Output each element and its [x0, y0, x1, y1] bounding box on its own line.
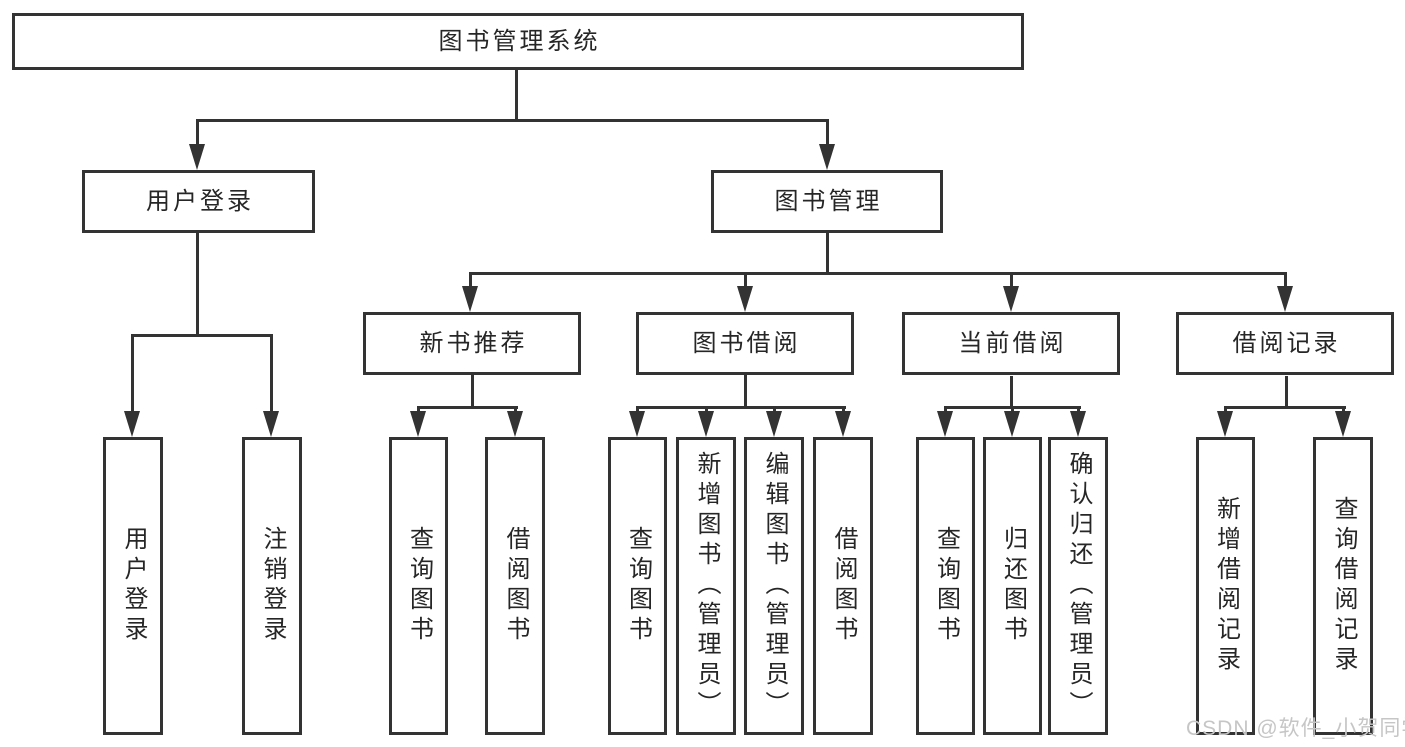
arrow-down-icon [698, 411, 714, 437]
arrow-down-icon [766, 411, 782, 437]
connector-line [1224, 406, 1346, 409]
connector-line [471, 375, 474, 409]
node-new-book-recommendation: 新书推荐 [363, 312, 581, 375]
connector-line [1077, 406, 1080, 413]
connector-line [1224, 406, 1227, 413]
node-borrowing-query-books: 查询图书 [608, 437, 667, 735]
connector-line [514, 406, 517, 413]
connector-line [469, 272, 1287, 275]
node-book-borrowing: 图书借阅 [636, 312, 854, 375]
arrow-down-icon [1217, 411, 1233, 437]
connector-line [196, 119, 829, 122]
node-query-borrow-record: 查询借阅记录 [1313, 437, 1373, 735]
node-current-query-books: 查询图书 [916, 437, 975, 735]
arrow-down-icon [1004, 411, 1020, 437]
connector-line [705, 406, 708, 413]
node-recommend-borrow-books: 借阅图书 [485, 437, 545, 735]
connector-line [1284, 272, 1287, 288]
connector-line [826, 233, 829, 275]
connector-line [469, 272, 472, 288]
arrow-down-icon [1335, 411, 1351, 437]
node-logout-action: 注销登录 [242, 437, 302, 735]
node-recommend-query-books: 查询图书 [389, 437, 448, 735]
arrow-down-icon [124, 411, 140, 437]
connector-line [636, 406, 639, 413]
connector-line [1342, 406, 1345, 413]
connector-line [131, 334, 134, 413]
connector-line [842, 406, 845, 413]
connector-line [131, 334, 273, 337]
node-current-borrowing: 当前借阅 [902, 312, 1120, 375]
arrow-down-icon [263, 411, 279, 437]
arrow-down-icon [1277, 286, 1293, 312]
node-borrowing-borrow-books: 借阅图书 [813, 437, 873, 735]
arrow-down-icon [462, 286, 478, 312]
connector-line [1010, 272, 1013, 288]
connector-line [196, 233, 199, 337]
arrow-down-icon [737, 286, 753, 312]
node-edit-books-admin: 编辑图书（管理员） [744, 437, 804, 735]
connector-line [1010, 376, 1013, 409]
connector-line [270, 334, 273, 413]
node-confirm-return-admin: 确认归还（管理员） [1048, 437, 1108, 735]
connector-line [417, 406, 518, 409]
node-user-login: 用户登录 [82, 170, 315, 233]
arrow-down-icon [1070, 411, 1086, 437]
connector-line [773, 406, 776, 413]
arrow-down-icon [410, 411, 426, 437]
connector-line [636, 406, 846, 409]
node-library-management-system: 图书管理系统 [12, 13, 1024, 70]
node-return-books: 归还图书 [983, 437, 1042, 735]
connector-line [1285, 376, 1288, 409]
connector-line [826, 119, 829, 148]
node-user-login-action: 用户登录 [103, 437, 163, 735]
arrow-down-icon [629, 411, 645, 437]
arrow-down-icon [835, 411, 851, 437]
connector-line [744, 375, 747, 409]
arrow-down-icon [189, 144, 205, 170]
node-borrow-records: 借阅记录 [1176, 312, 1394, 375]
arrow-down-icon [1003, 286, 1019, 312]
connector-line [196, 119, 199, 148]
node-book-management: 图书管理 [711, 170, 943, 233]
connector-line [515, 70, 518, 121]
connector-line [944, 406, 947, 413]
arrow-down-icon [937, 411, 953, 437]
csdn-watermark: CSDN @软件_小贺同学 [1186, 717, 1405, 740]
connector-line [417, 406, 420, 413]
connector-line [1011, 406, 1014, 413]
connector-line [744, 272, 747, 288]
arrow-down-icon [507, 411, 523, 437]
node-add-books-admin: 新增图书（管理员） [676, 437, 736, 735]
node-add-borrow-record: 新增借阅记录 [1196, 437, 1255, 735]
arrow-down-icon [819, 144, 835, 170]
